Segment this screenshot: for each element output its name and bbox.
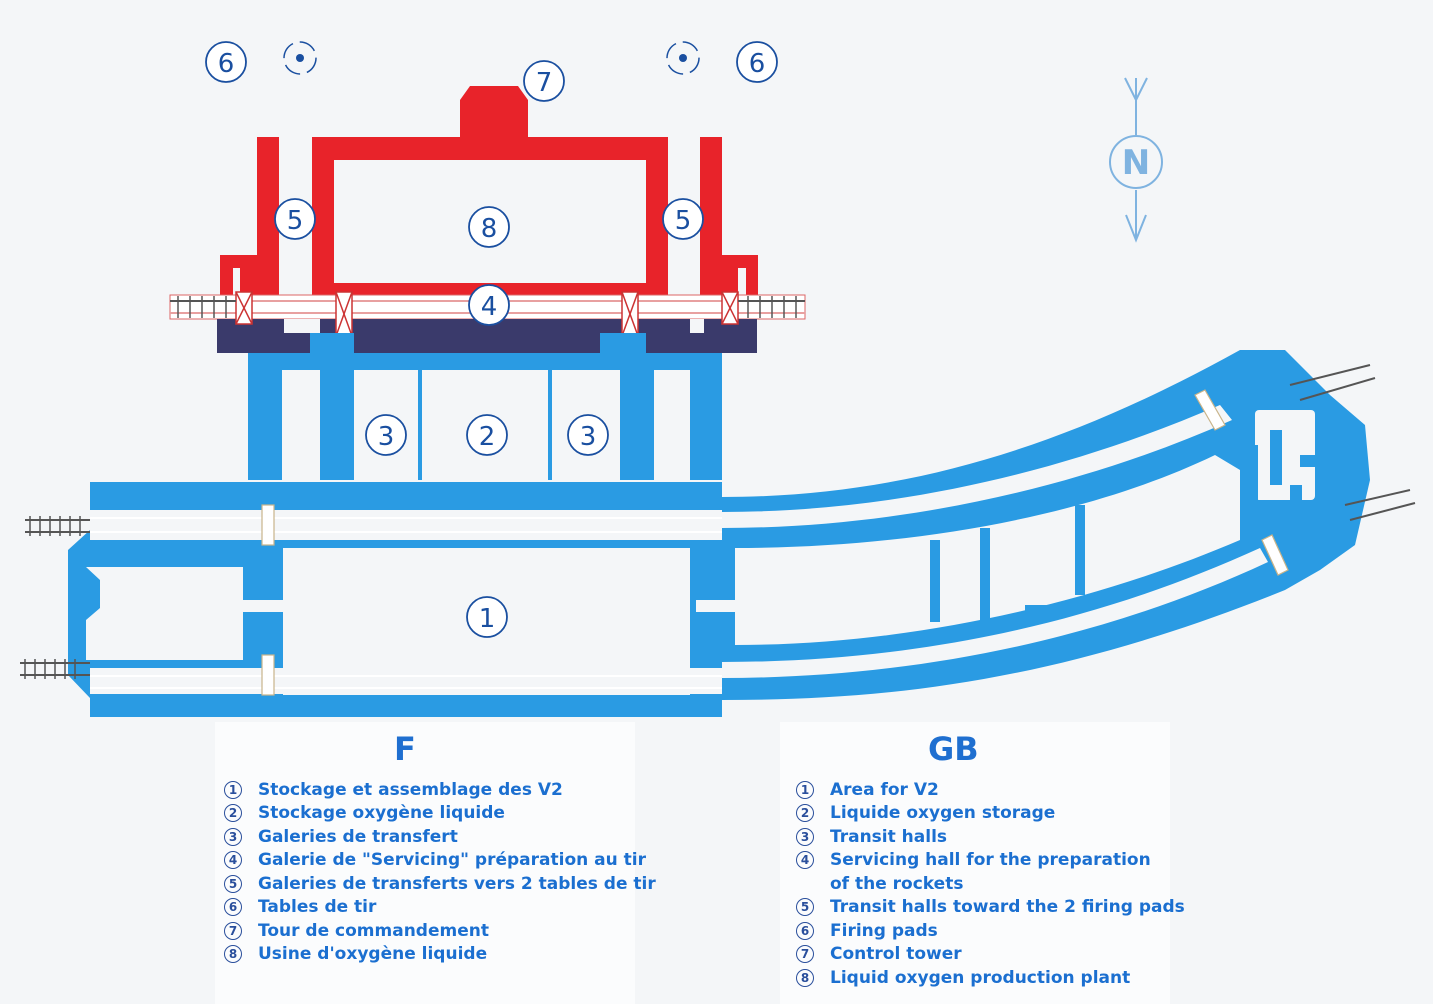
label-transit-left: 3 (378, 422, 395, 452)
legend-number: 5 (796, 898, 814, 917)
legend-number: 7 (224, 921, 242, 940)
legend-item: of the rockets (796, 872, 1185, 896)
legend-text: Stockage oxygène liquide (258, 803, 505, 824)
legend-panel-gb (780, 722, 1170, 1004)
legend-list-fr: 1 Stockage et assemblage des V2 2 Stockage… (224, 778, 656, 966)
legend-item: 1 Stockage et assemblage des V2 (224, 778, 656, 802)
legend-item: 3 Transit halls (796, 825, 1185, 849)
label-plant: 8 (481, 214, 498, 244)
rail-ties (24, 296, 797, 679)
legend-number: 4 (796, 851, 814, 870)
legend-text: Tour de commandement (258, 920, 489, 941)
legend-number: 8 (224, 945, 242, 964)
label-area-v2: 1 (479, 604, 496, 634)
label-oxygen-storage: 2 (479, 422, 496, 452)
legend-item: 5 Transit halls toward the 2 firing pads (796, 896, 1185, 920)
legend-text: Transit halls toward the 2 firing pads (830, 897, 1185, 918)
legend-item: 2 Stockage oxygène liquide (224, 802, 656, 826)
legend-text: Area for V2 (830, 779, 939, 800)
legend-number: 6 (224, 898, 242, 917)
legend-text: Galeries de transfert (258, 826, 458, 847)
legend-number: 7 (796, 945, 814, 964)
legend-number: 2 (224, 804, 242, 823)
legend-number: 5 (224, 874, 242, 893)
legend-text: Liquide oxygen storage (830, 803, 1056, 824)
north-arrow-icon (1109, 77, 1163, 243)
legend-item: 4 Servicing hall for the preparation (796, 849, 1185, 873)
label-transit-right: 3 (580, 422, 597, 452)
legend-item: 7 Control tower (796, 943, 1185, 967)
legend-number: 1 (224, 780, 242, 799)
oxygen-plant (220, 86, 758, 305)
label-servicing: 4 (481, 292, 498, 322)
label-tower: 7 (536, 68, 553, 98)
legend-item: 6 Firing pads (796, 919, 1185, 943)
legend-title-gb: GB (928, 730, 979, 768)
legend-number: 3 (224, 827, 242, 846)
legend-number: 8 (796, 968, 814, 987)
legend-item: 3 Galeries de transfert (224, 825, 656, 849)
legend-item: 1 Area for V2 (796, 778, 1185, 802)
legend-number: 3 (796, 827, 814, 846)
legend-number: 6 (796, 921, 814, 940)
legend-text: Galeries de transferts vers 2 tables de … (258, 873, 656, 894)
legend-number: 2 (796, 804, 814, 823)
crossing-gates (261, 389, 1289, 696)
legend-item: 2 Liquide oxygen storage (796, 802, 1185, 826)
legend-text: Galerie de "Servicing" préparation au ti… (258, 850, 646, 871)
legend-number: 1 (796, 780, 814, 799)
legend-text: Liquid oxygen production plant (830, 967, 1131, 988)
north-label: N (1122, 143, 1150, 183)
label-pad-left: 6 (218, 49, 235, 79)
control-tower (460, 86, 528, 137)
tunnel-partitions (930, 430, 1340, 624)
label-pad-right: 6 (749, 49, 766, 79)
legend-panel-fr (215, 722, 635, 1004)
legend-text: Usine d'oxygène liquide (258, 944, 488, 965)
legend-text: Servicing hall for the preparation (830, 850, 1151, 871)
label-transit-up-right: 5 (675, 206, 692, 236)
legend-text: Firing pads (830, 920, 938, 941)
legend-item: 5 Galeries de transferts vers 2 tables de… (224, 872, 656, 896)
legend-text: Tables de tir (258, 897, 377, 918)
legend-text: Transit halls (830, 826, 948, 847)
legend-item: 4 Galerie de "Servicing" préparation au t… (224, 849, 656, 873)
legend-item: 7 Tour de commandement (224, 919, 656, 943)
legend-text: Control tower (830, 944, 962, 965)
legend-number: 4 (224, 851, 242, 870)
label-transit-up-left: 5 (287, 206, 304, 236)
legend-text: of the rockets (830, 873, 964, 894)
legend-item: 6 Tables de tir (224, 896, 656, 920)
number-labels (205, 41, 778, 638)
legend-item: 8 Usine d'oxygène liquide (224, 943, 656, 967)
legend-item: 8 Liquid oxygen production plant (796, 966, 1185, 990)
target-icon (283, 41, 317, 75)
rail-lines (90, 517, 722, 689)
legend-text: Stockage et assemblage des V2 (258, 779, 563, 800)
target-icon (666, 41, 700, 75)
legend-title-fr: F (394, 730, 416, 768)
